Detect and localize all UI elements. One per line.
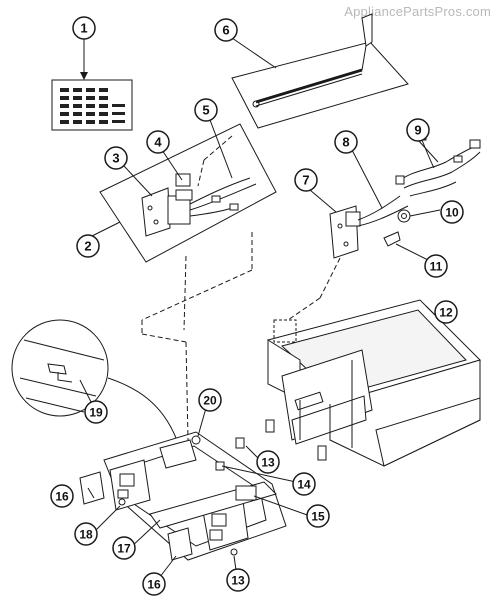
part-6-rod	[231, 13, 409, 129]
callout-10: 10	[440, 200, 464, 224]
callout-3: 3	[104, 146, 128, 170]
callout-13-bottom: 13	[226, 568, 250, 592]
callout-8: 8	[334, 130, 358, 154]
callout-16-left: 16	[50, 484, 74, 508]
callout-8-label: 8	[342, 135, 349, 150]
callout-4: 4	[146, 130, 170, 154]
callout-5: 5	[194, 98, 218, 122]
callout-19: 19	[84, 400, 108, 424]
callout-14: 14	[292, 472, 316, 496]
callout-15: 15	[306, 504, 330, 528]
callout-16-label: 16	[55, 490, 69, 504]
callout-9: 9	[406, 118, 430, 142]
callout-18-label: 18	[79, 528, 93, 542]
callout-18: 18	[74, 522, 98, 546]
callout-12-label: 12	[439, 306, 453, 320]
callout-16-bottom: 16	[142, 572, 166, 596]
callout-12: 12	[434, 300, 458, 324]
callout-15-label: 15	[311, 510, 325, 524]
part-19-detail-inset	[11, 319, 177, 439]
part-1-label-sheet	[51, 79, 133, 131]
callout-19-label: 19	[89, 406, 103, 420]
callout-11-label: 11	[430, 260, 443, 274]
part-12-base-cabinet	[265, 299, 481, 467]
callout-13-label: 13	[261, 456, 275, 470]
callout-7: 7	[294, 168, 318, 192]
callout-17-label: 17	[117, 542, 131, 556]
part-17-front-panel	[79, 431, 287, 561]
watermark: AppliancePartsPros.com	[344, 4, 491, 19]
callout-17: 17	[112, 536, 136, 560]
callout-10-label: 10	[445, 206, 459, 220]
callout-9-label: 9	[414, 123, 421, 138]
callout-13-bottom-label: 13	[231, 574, 245, 588]
callout-13-top: 13	[256, 450, 280, 474]
callout-20-label: 20	[203, 394, 217, 408]
part-2-bracket-assembly	[99, 123, 277, 263]
callout-1: 1	[72, 16, 96, 40]
callout-7-label: 7	[302, 173, 309, 188]
callout-11: 11	[424, 254, 448, 278]
callouts: 1 2 3 4 5 6 7 8 9 10 11 12 13 14 15 16 1…	[50, 16, 464, 596]
callout-14-label: 14	[297, 478, 311, 492]
callout-4-label: 4	[154, 135, 162, 150]
callout-6-label: 6	[222, 23, 229, 38]
callout-2: 2	[76, 234, 100, 258]
callout-20: 20	[198, 388, 222, 412]
callout-2-label: 2	[84, 239, 91, 254]
part-7-switch-assembly	[329, 131, 481, 259]
callout-16-bottom-label: 16	[147, 578, 161, 592]
callout-6: 6	[214, 18, 238, 42]
callout-1-label: 1	[80, 21, 87, 36]
assembly-guide-lines	[141, 135, 341, 441]
callout-5-label: 5	[202, 103, 209, 118]
callout-3-label: 3	[112, 151, 119, 166]
